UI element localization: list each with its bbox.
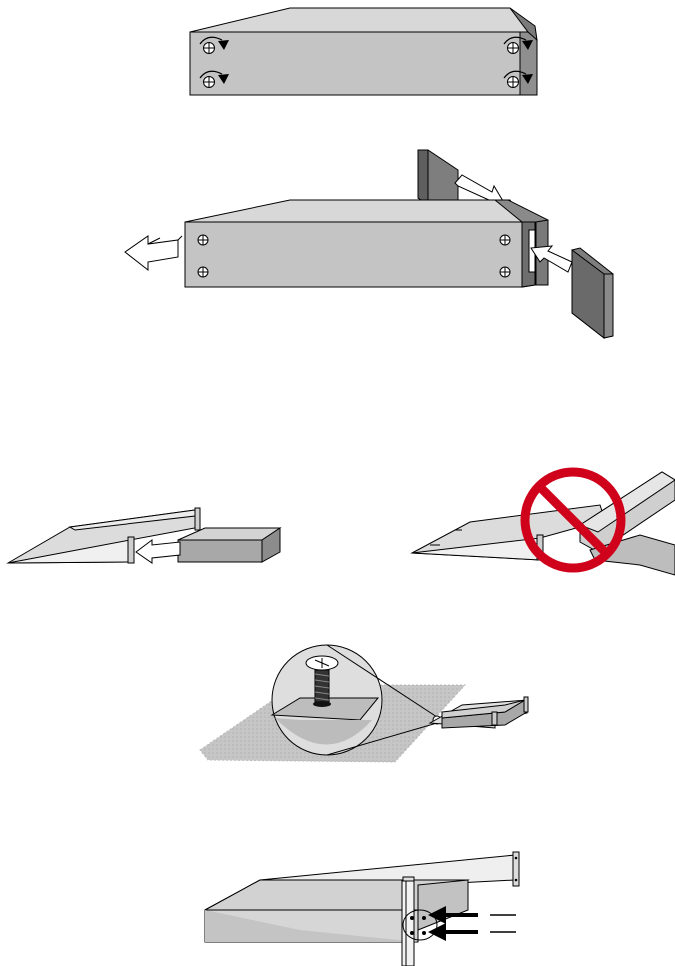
direction-arrow-icon: [428, 906, 516, 924]
screw-icon: [203, 76, 215, 88]
screw-thread: [313, 669, 331, 707]
rack-rail: [401, 879, 415, 966]
screw-icon: [197, 266, 209, 278]
screw-icon: [499, 234, 511, 246]
screw-icon: [203, 42, 215, 54]
shelf-back-ear: [512, 851, 520, 887]
magnifier-callout-icon: [402, 909, 438, 941]
unit-front-panel: [189, 31, 521, 96]
direction-arrow-icon: [124, 235, 179, 272]
rotate-arrow-icon: [199, 36, 229, 50]
rotate-arrow-icon: [503, 70, 533, 84]
unit-front-panel: [184, 221, 523, 288]
rotate-arrow-icon: [199, 70, 229, 84]
prohibition-sign-icon: [520, 467, 626, 573]
unit-side-ear: [509, 7, 538, 42]
screw-icon: [507, 42, 519, 54]
screw-icon: [507, 76, 519, 88]
screw-icon: [197, 234, 209, 246]
direction-arrow-icon: [428, 923, 516, 941]
direction-arrow-icon: [135, 539, 181, 564]
screw-icon: [499, 266, 511, 278]
rotate-arrow-icon: [503, 36, 533, 50]
direction-arrow-icon: [530, 245, 573, 273]
